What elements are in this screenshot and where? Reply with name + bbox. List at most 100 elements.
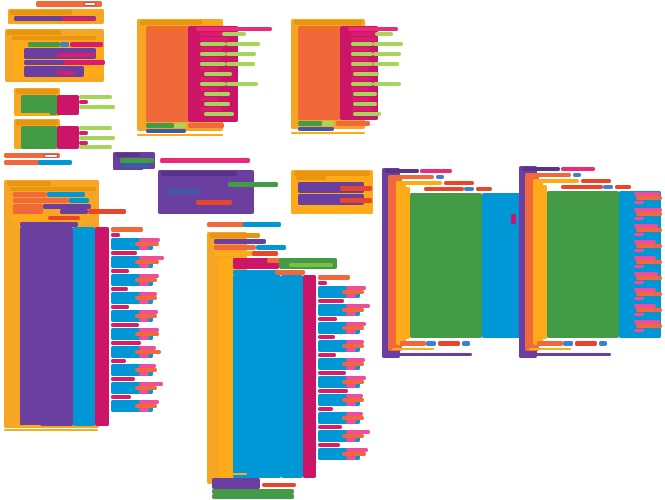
block-set-global-needed-empty[interactable] xyxy=(214,245,256,250)
text-s-key-type-q[interactable] xyxy=(318,335,335,339)
label-foreach-item-r1[interactable] xyxy=(400,181,442,186)
text-key-serialnumber-q[interactable] xyxy=(111,323,139,327)
block-plus-r2[interactable] xyxy=(563,341,573,346)
text-r2-key-date[interactable] xyxy=(634,287,656,292)
block-type-getter-label[interactable] xyxy=(200,62,226,66)
text-s-notfound-9[interactable] xyxy=(346,438,356,442)
text-update-loan-equipment[interactable] xyxy=(64,60,105,65)
text-r2-notfound-4[interactable] xyxy=(634,248,644,253)
block-get-global-admin-3[interactable] xyxy=(318,275,350,280)
block-date-copy-text[interactable] xyxy=(353,92,377,96)
block-get-i-r2[interactable] xyxy=(615,185,631,190)
text-s-key-model-q[interactable] xyxy=(318,317,337,321)
block-r2-get-item-5[interactable] xyxy=(636,260,662,264)
block-join-item-fields[interactable] xyxy=(95,227,109,426)
block-call-showchoose-initialize[interactable] xyxy=(165,177,251,188)
block-brandname-getter-label[interactable] xyxy=(200,42,226,46)
text-s-key-time[interactable] xyxy=(346,412,363,417)
block-model-copy-label[interactable] xyxy=(351,52,373,56)
text-s-key-date[interactable] xyxy=(346,394,363,399)
text-notfound-3[interactable] xyxy=(139,282,149,286)
text-notfound-4[interactable] xyxy=(139,300,149,304)
block-type-copy-label[interactable] xyxy=(351,62,373,66)
text-notfound-9[interactable] xyxy=(139,390,149,394)
text-key-serialnumber[interactable] xyxy=(139,328,159,333)
text-s-key-serial[interactable] xyxy=(346,286,366,291)
block-get-global-list-2[interactable] xyxy=(252,251,278,256)
text-r2-key-serialnum[interactable] xyxy=(634,271,658,276)
text-key-brandname-q[interactable] xyxy=(111,251,137,255)
text-param-model-key[interactable] xyxy=(200,47,222,51)
block-call-json-decode[interactable] xyxy=(43,204,91,209)
text-copy-brandname-key[interactable] xyxy=(351,37,377,41)
text-r2-key-price[interactable] xyxy=(634,255,656,260)
block-equals-r2[interactable] xyxy=(603,185,613,190)
text-s-notfound-2[interactable] xyxy=(346,312,356,316)
block-make-a-list[interactable] xyxy=(73,227,95,426)
block-serial-text[interactable] xyxy=(222,32,246,36)
block-create-empty-list-4[interactable] xyxy=(256,245,286,250)
block-model-copy-text[interactable] xyxy=(373,52,401,56)
block-type-copy-text[interactable] xyxy=(373,62,399,66)
text-notfound-5[interactable] xyxy=(139,318,149,322)
block-model-getter-label[interactable] xyxy=(200,52,226,56)
text-s-notfound-3[interactable] xyxy=(346,330,356,334)
label-set-global-admin-copy[interactable] xyxy=(301,27,337,32)
text-dash-separator-2[interactable] xyxy=(79,141,88,145)
block-set-i-increment-r2[interactable] xyxy=(537,341,563,346)
block-web1-url-field-copy[interactable] xyxy=(322,121,334,126)
text-empty-string-2[interactable] xyxy=(44,153,58,158)
block-open-another-screen-2[interactable] xyxy=(24,60,100,65)
text-s-key-brandname[interactable] xyxy=(346,304,370,309)
block-quantity-copy-text[interactable] xyxy=(353,112,381,116)
text-copy-date-key[interactable] xyxy=(351,87,369,91)
text-s-key-quantity-q[interactable] xyxy=(318,425,342,429)
text-r2-key-brandname[interactable] xyxy=(634,207,662,212)
block-brandname-copy-text[interactable] xyxy=(373,42,403,46)
text-copy-serial-key[interactable] xyxy=(351,32,375,36)
text-copy-type-key[interactable] xyxy=(351,57,369,61)
block-set-date-text[interactable] xyxy=(21,125,57,149)
block-get-global-needed-2[interactable] xyxy=(262,482,296,488)
block-serialnum-getter-label[interactable] xyxy=(200,82,226,86)
number-zero-r2[interactable] xyxy=(573,173,581,178)
block-get-global-admin[interactable] xyxy=(188,123,224,128)
text-s-key-brandname-q[interactable] xyxy=(318,299,344,303)
block-s-get-item-6[interactable] xyxy=(342,380,364,385)
block-s-get-item-4[interactable] xyxy=(342,344,364,349)
block-get-global-model[interactable] xyxy=(196,200,232,205)
text-key-type-q[interactable] xyxy=(111,287,128,291)
block-date-text-get[interactable] xyxy=(204,92,230,96)
block-get-global-list-1[interactable] xyxy=(48,215,80,221)
block-set-global-admin[interactable] xyxy=(146,26,188,122)
text-copy-serialnum-key[interactable] xyxy=(351,77,371,81)
text-r2-key-quantity[interactable] xyxy=(634,319,660,324)
number-zero-r1[interactable] xyxy=(436,175,444,180)
label-initialize-local-i-r1[interactable] xyxy=(392,175,434,180)
text-s-notfound-1[interactable] xyxy=(346,294,356,298)
text-s-notfound-7[interactable] xyxy=(346,402,356,406)
block-call-web1-get[interactable] xyxy=(146,128,186,134)
block-set-label-text[interactable] xyxy=(120,158,154,163)
block-call-listview-refresh[interactable] xyxy=(214,239,266,244)
text-key-type[interactable] xyxy=(139,292,157,297)
number-one-r2[interactable] xyxy=(599,341,607,346)
block-s-get-item-1[interactable] xyxy=(342,290,364,295)
block-set-global-list-fromjson[interactable] xyxy=(13,198,69,203)
text-script-url-label[interactable] xyxy=(160,158,250,163)
block-get-i-r1[interactable] xyxy=(476,187,492,192)
block-get-global-admin-copy[interactable] xyxy=(336,121,370,126)
block-type-text[interactable] xyxy=(226,62,255,66)
block-s-get-item-10[interactable] xyxy=(342,452,366,457)
block-r2-get-item-3[interactable] xyxy=(636,228,662,232)
text-key-q-1[interactable] xyxy=(111,233,120,237)
text-r2-notfound-8[interactable] xyxy=(634,312,644,317)
block-serialnum-copy-label[interactable] xyxy=(351,82,373,86)
block-get-item-5[interactable] xyxy=(135,314,157,319)
block-get-item-7[interactable] xyxy=(135,350,161,355)
text-s-key-q-1[interactable] xyxy=(318,281,327,285)
block-r2-get-item-2[interactable] xyxy=(636,212,662,216)
block-quantity-text-get[interactable] xyxy=(204,112,234,116)
block-foreach-item-r1[interactable] xyxy=(396,181,406,345)
text-script-url-copy[interactable] xyxy=(348,26,398,31)
